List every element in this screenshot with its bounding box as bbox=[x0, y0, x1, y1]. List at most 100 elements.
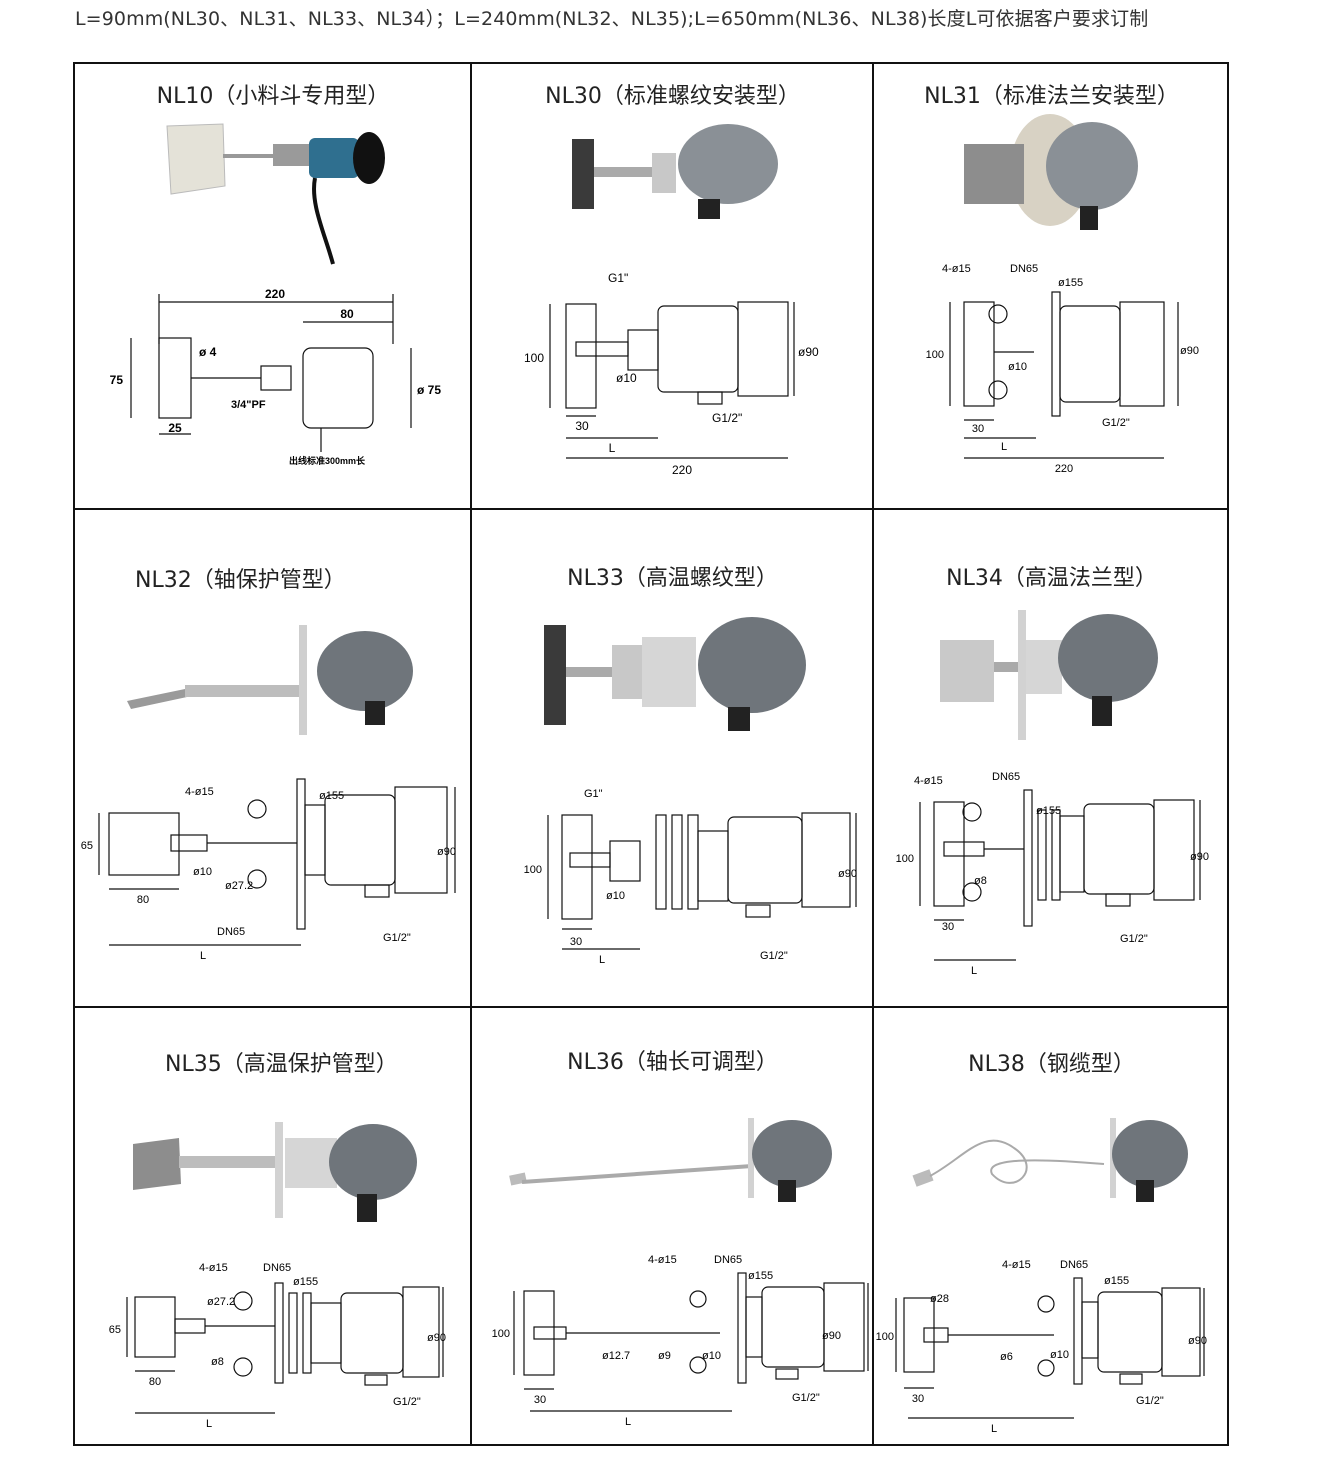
dim-label: G1" bbox=[584, 788, 603, 800]
dim-label: 30 bbox=[912, 1393, 924, 1405]
dim-label: DN65 bbox=[992, 771, 1020, 783]
dim-label: 65 bbox=[81, 840, 93, 852]
grid-divider bbox=[75, 508, 1227, 510]
dim-label: ø90 bbox=[437, 846, 456, 858]
dim-label: G1/2" bbox=[792, 1392, 820, 1404]
dim-label: 3/4"PF bbox=[231, 399, 266, 411]
dimension-drawing-nl30: G1" 100 ø10 ø90 30 L G1/2" 220 bbox=[524, 271, 819, 477]
dim-label: G1/2" bbox=[383, 932, 411, 944]
product-photo-nl30 bbox=[572, 124, 778, 219]
dim-label: ø10 bbox=[193, 866, 212, 878]
dim-label: ø8 bbox=[211, 1356, 224, 1368]
dimension-drawing-nl33: G1" 100 ø10 ø90 30 L G1/2" bbox=[524, 788, 857, 966]
dim-label: ø28 bbox=[930, 1293, 949, 1305]
dim-label: ø90 bbox=[1190, 851, 1209, 863]
dim-label: 4-ø15 bbox=[185, 786, 214, 798]
product-photo-nl32 bbox=[127, 625, 413, 735]
dim-label: 30 bbox=[575, 419, 589, 433]
dim-label: ø155 bbox=[1058, 277, 1083, 289]
dim-label: 4-ø15 bbox=[914, 775, 943, 787]
product-photo-nl31 bbox=[964, 114, 1138, 230]
product-title: NL34（高温法兰型） bbox=[946, 566, 1157, 591]
product-photo-nl36 bbox=[509, 1118, 832, 1202]
dim-label: L bbox=[599, 954, 605, 966]
dim-label: G1" bbox=[608, 271, 628, 285]
dim-label: 100 bbox=[896, 853, 914, 865]
dim-label: ø155 bbox=[319, 790, 344, 802]
dimension-drawing-nl32: 4-ø15 ø155 65 ø10 ø27.2 ø90 80 DN65 G1/2… bbox=[81, 778, 456, 962]
dim-label: ø6 bbox=[1000, 1351, 1013, 1363]
product-photo-nl34 bbox=[940, 610, 1158, 740]
dim-label: 80 bbox=[340, 307, 354, 321]
dim-label: G1/2" bbox=[1120, 933, 1148, 945]
dim-label: L bbox=[625, 1416, 631, 1428]
dim-label: 4-ø15 bbox=[942, 263, 971, 275]
product-cell-nl10: NL10（小料斗专用型） 22 bbox=[75, 64, 471, 509]
dim-label: L bbox=[991, 1423, 997, 1435]
dimension-drawing-nl35: 4-ø15 DN65 ø27.2 ø155 65 ø90 80 ø8 G1/2"… bbox=[109, 1262, 446, 1430]
dim-label: G1/2" bbox=[1102, 417, 1130, 429]
dim-label: ø90 bbox=[822, 1330, 841, 1342]
dim-label: ø90 bbox=[798, 345, 819, 359]
dim-label: ø 4 bbox=[199, 345, 217, 359]
dim-label: 100 bbox=[524, 351, 544, 365]
dim-label: 30 bbox=[570, 936, 582, 948]
product-title: NL10（小料斗专用型） bbox=[156, 84, 390, 109]
dim-label: 100 bbox=[524, 864, 542, 876]
product-grid: NL10（小料斗专用型） 22 bbox=[73, 62, 1229, 1446]
grid-divider bbox=[470, 64, 472, 1444]
dim-label: L bbox=[200, 950, 206, 962]
product-title: NL36（轴长可调型） bbox=[567, 1050, 778, 1075]
dim-label: DN65 bbox=[1010, 263, 1038, 275]
dim-label: 220 bbox=[265, 287, 285, 301]
product-title: NL32（轴保护管型） bbox=[135, 568, 346, 593]
dim-label: ø12.7 bbox=[602, 1350, 630, 1362]
product-title: NL38（钢缆型） bbox=[968, 1052, 1135, 1077]
product-photo-nl35 bbox=[133, 1122, 417, 1222]
product-cell-nl33: NL33（高温螺纹型） bbox=[472, 510, 873, 1007]
grid-divider bbox=[872, 64, 874, 1444]
dim-label: 100 bbox=[492, 1328, 510, 1340]
dim-label: ø10 bbox=[606, 890, 625, 902]
dim-label: ø10 bbox=[1008, 361, 1027, 373]
dim-label: 220 bbox=[672, 463, 692, 477]
dim-label: L bbox=[971, 965, 977, 977]
product-title: NL31（标准法兰安装型） bbox=[924, 84, 1179, 109]
dim-label: 80 bbox=[149, 1376, 161, 1388]
dim-label: L bbox=[609, 441, 616, 455]
dim-label: ø10 bbox=[616, 371, 637, 385]
dim-label: ø 75 bbox=[417, 383, 441, 397]
dim-label: DN65 bbox=[217, 926, 245, 938]
dim-label: 100 bbox=[876, 1331, 894, 1343]
product-cell-nl36: NL36（轴长可调型） bbox=[472, 1008, 873, 1446]
dim-label: 30 bbox=[972, 423, 984, 435]
dim-label: L bbox=[206, 1418, 212, 1430]
dim-label: 220 bbox=[1055, 463, 1073, 475]
dim-label: DN65 bbox=[714, 1254, 742, 1266]
dim-label: ø9 bbox=[658, 1350, 671, 1362]
dim-label: 75 bbox=[110, 373, 124, 387]
dim-label: ø90 bbox=[1180, 345, 1199, 357]
dim-label: G1/2" bbox=[1136, 1395, 1164, 1407]
dim-label: ø90 bbox=[838, 868, 857, 880]
dim-label: 4-ø15 bbox=[648, 1254, 677, 1266]
dimension-drawing-nl31: 4-ø15 DN65 ø155 100 ø10 ø90 30 L G1/2" 2… bbox=[926, 263, 1199, 475]
dim-label: G1/2" bbox=[393, 1396, 421, 1408]
dim-label: 30 bbox=[942, 921, 954, 933]
dim-label: ø10 bbox=[1050, 1349, 1069, 1361]
dim-label: ø155 bbox=[1036, 805, 1061, 817]
dim-label: 65 bbox=[109, 1324, 121, 1336]
product-title: NL35（高温保护管型） bbox=[165, 1052, 398, 1077]
dim-label: L bbox=[1001, 441, 1007, 453]
grid-divider bbox=[75, 1006, 1227, 1008]
dim-label: ø27.2 bbox=[207, 1296, 235, 1308]
dim-label: 30 bbox=[534, 1394, 546, 1406]
dim-label: 4-ø15 bbox=[1002, 1259, 1031, 1271]
dim-label: ø155 bbox=[748, 1270, 773, 1282]
dim-label: 25 bbox=[168, 421, 182, 435]
product-photo-nl33 bbox=[544, 617, 806, 731]
dimension-drawing-nl36: 4-ø15 DN65 ø155 100 ø90 ø12.7 ø9 ø10 30 … bbox=[492, 1254, 869, 1428]
product-cell-nl38: NL38（钢缆型） bbox=[874, 1008, 1229, 1446]
product-cell-nl32: NL32（轴保护管型） bbox=[75, 510, 471, 1007]
dim-label: ø155 bbox=[293, 1276, 318, 1288]
